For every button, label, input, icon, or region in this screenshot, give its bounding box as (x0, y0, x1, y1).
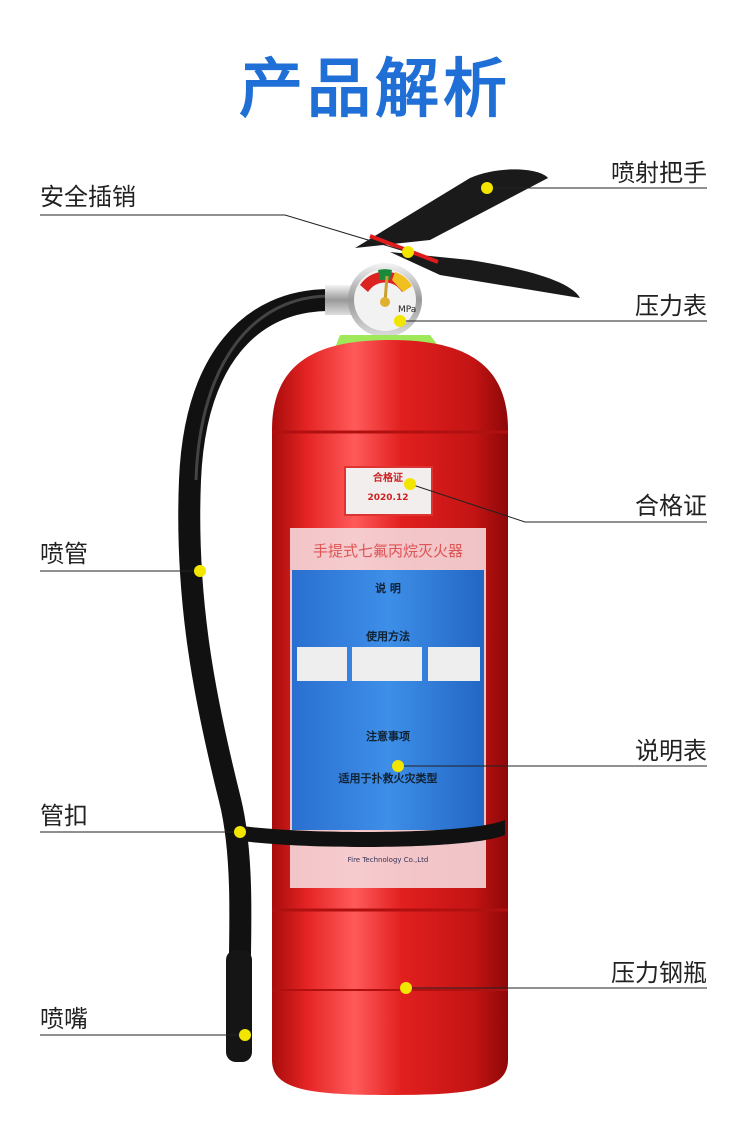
nozzle (226, 950, 252, 1062)
svg-text:手提式七氟丙烷灭火器: 手提式七氟丙烷灭火器 (313, 542, 463, 560)
callout-pressure-cylinder: 压力钢瓶 (611, 959, 707, 987)
gauge-unit: MPa (398, 305, 416, 315)
svg-text:合格证: 合格证 (372, 471, 403, 484)
callout-pressure-gauge: 压力表 (635, 292, 707, 320)
svg-text:Fire Technology Co.,Ltd: Fire Technology Co.,Ltd (348, 856, 429, 864)
callout-nozzle: 喷嘴 (40, 1005, 88, 1033)
svg-text:说 明: 说 明 (375, 581, 401, 595)
callout-instruction-label: 说明表 (635, 737, 707, 765)
callout-hose-clip: 管扣 (40, 802, 88, 830)
svg-text:2020.12: 2020.12 (368, 493, 409, 503)
hose (178, 289, 341, 1061)
svg-text:使用方法: 使用方法 (365, 629, 410, 643)
certificate-label (344, 466, 433, 516)
callout-certificate: 合格证 (635, 492, 707, 520)
callout-safety-pin: 安全插销 (40, 183, 136, 211)
page-title: 产品解析 (239, 53, 511, 127)
hose-clip (235, 820, 505, 847)
callout-hose: 喷管 (40, 540, 88, 568)
callout-spray-handle: 喷射把手 (611, 159, 707, 187)
callout-lines (40, 187, 707, 1036)
spray-handle (355, 169, 548, 248)
svg-text:注意事项: 注意事项 (366, 729, 410, 743)
callout-dots (194, 182, 493, 1041)
svg-text:适用于扑救火灾类型: 适用于扑救火灾类型 (339, 771, 438, 785)
